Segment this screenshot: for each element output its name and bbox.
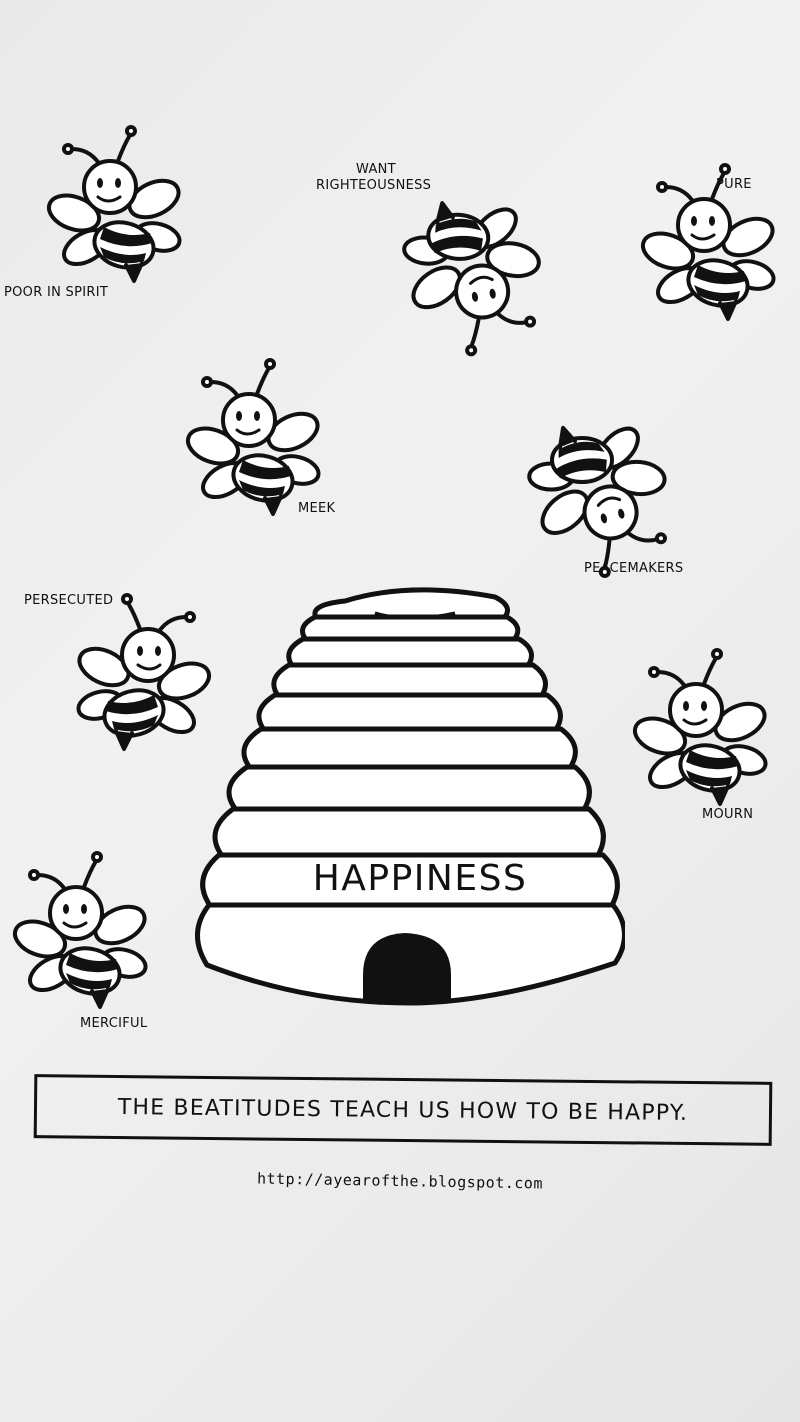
label-mourn: MOURN <box>702 807 754 822</box>
label-want: WANT <box>356 162 396 177</box>
bee-meek-icon <box>181 358 326 516</box>
bee-pure-icon <box>636 163 781 321</box>
caption-box: THE BEATITUDES TEACH US HOW TO BE HAPPY. <box>33 1074 773 1146</box>
hive-label: HAPPINESS <box>312 858 528 899</box>
label-merciful: MERCIFUL <box>80 1016 148 1031</box>
label-persecuted: PERSECUTED <box>24 593 114 608</box>
caption-text: THE BEATITUDES TEACH US HOW TO BE HAPPY. <box>117 1094 689 1126</box>
bee-mourn-icon <box>628 648 773 806</box>
source-url: http://ayearofthe.blogspot.com <box>256 1169 544 1193</box>
label-pure: PURE <box>716 177 752 192</box>
label-meek: MEEK <box>298 501 336 516</box>
label-poor-in-spirit: POOR IN SPIRIT <box>4 285 109 300</box>
bee-poor-in-spirit-icon <box>42 125 187 283</box>
bee-peacemakers-icon <box>512 402 692 592</box>
bee-merciful-icon <box>8 851 153 1009</box>
label-righteousness: RIGHTEOUSNESS <box>316 178 432 193</box>
beehive-icon <box>195 587 625 1006</box>
bee-want-righteousness-icon <box>390 185 560 366</box>
label-peacemakers: PEACEMAKERS <box>584 561 684 576</box>
